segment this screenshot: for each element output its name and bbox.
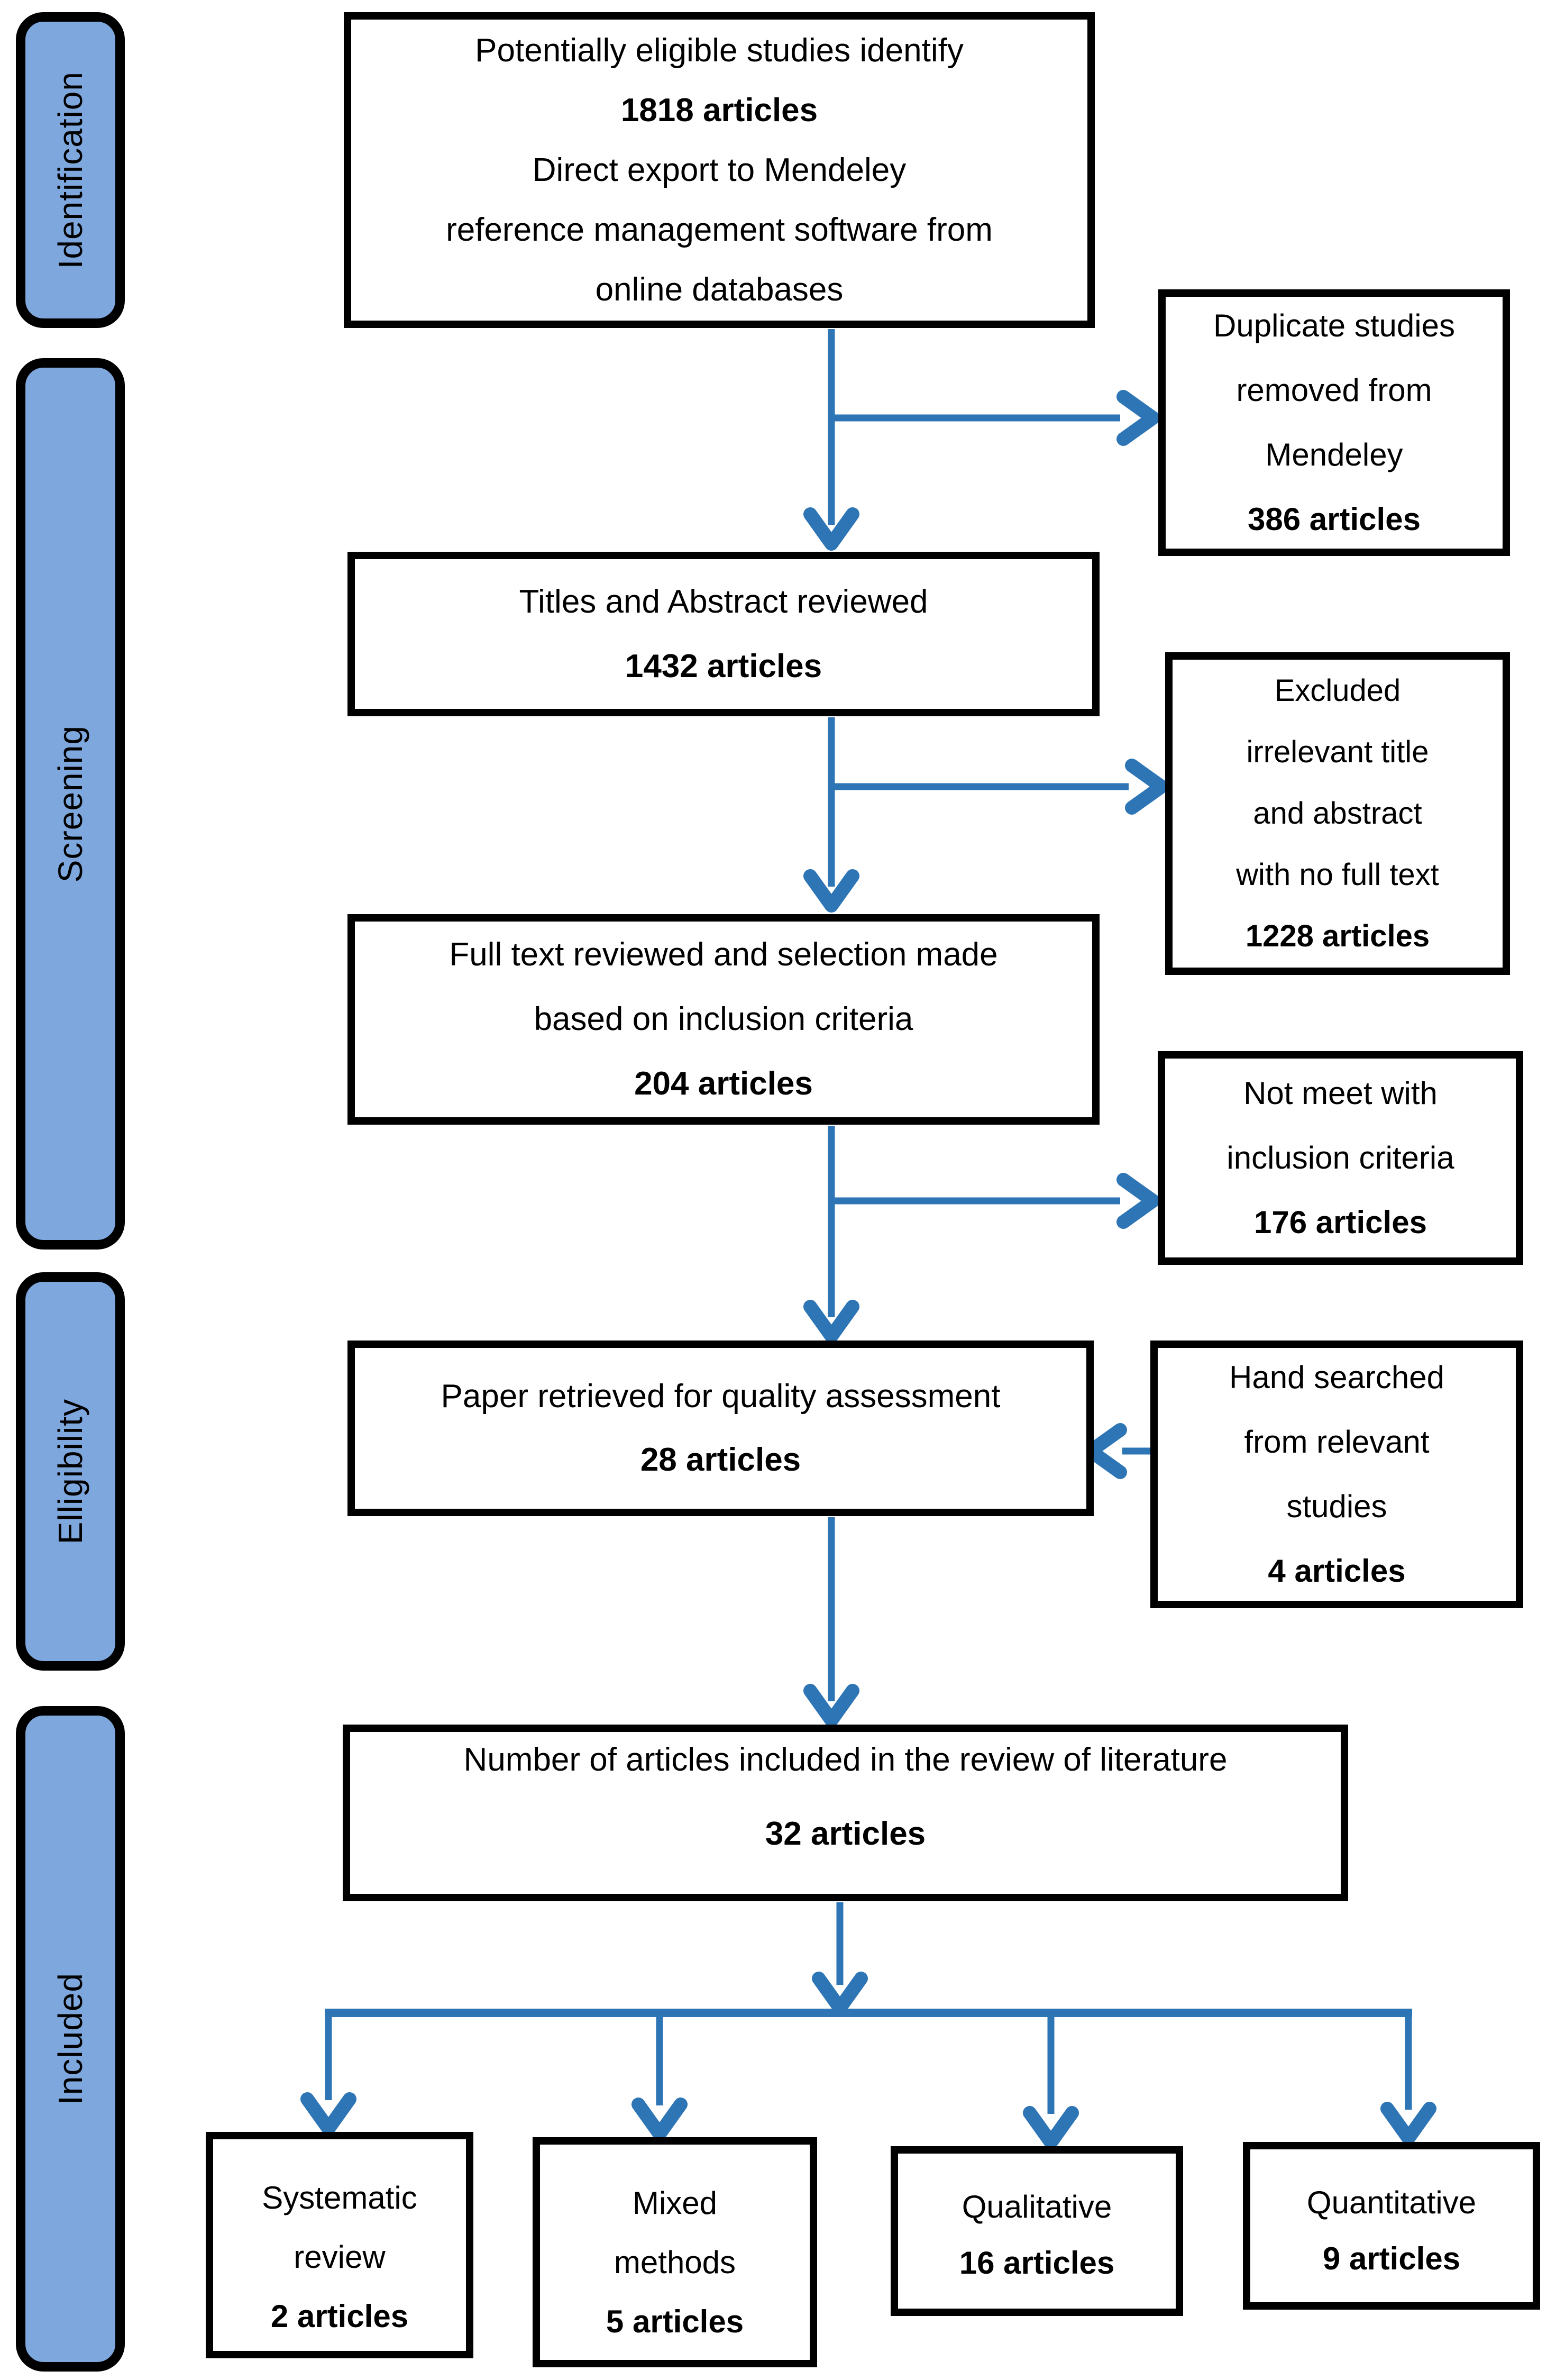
article-count: 1818 articles [620,92,818,129]
stage-screening-label: Screening [51,725,89,883]
stage-included-label: Included [51,1973,89,2105]
stage-included: Included [16,1706,125,2372]
box-line: Not meet with [1243,1075,1438,1111]
arrow-number-to-split [812,1902,868,2015]
stage-eligibility-label: Elligibility [51,1398,89,1545]
box-line: methods [614,2245,736,2280]
arrow-paper-to-number [803,1517,859,1727]
arrow-titles-to-fulltext [803,717,859,913]
article-count: 2 articles [270,2299,409,2334]
box-duplicates-removed: Duplicate studies removed from Mendeley … [1158,289,1510,556]
box-line: online databases [595,271,844,308]
box-articles-included: Number of articles included in the revie… [343,1725,1348,1901]
box-line: Mixed [632,2185,718,2221]
box-hand-searched: Hand searched from relevant studies 4 ar… [1150,1341,1523,1608]
box-line: from relevant [1244,1424,1430,1460]
box-line: studies [1286,1489,1387,1524]
box-line: Quantitative [1306,2185,1477,2220]
box-line: Qualitative [962,2189,1112,2224]
stage-screening: Screening [16,358,125,1250]
box-potentially-eligible: Potentially eligible studies identify 18… [344,12,1095,328]
box-line: and abstract [1253,796,1422,831]
article-count: 4 articles [1268,1553,1406,1589]
box-line: Duplicate studies [1213,308,1455,343]
arrow-split-to-qualitative [1023,2016,1079,2149]
box-line: Mendeley [1265,437,1403,472]
box-line: Paper retrieved for quality assessment [441,1378,1001,1415]
box-line: Number of articles included in the revie… [463,1741,1228,1778]
arrow-branch-to-duplicate [831,390,1160,446]
stage-identification-label: Identification [51,71,89,269]
box-excluded-irrelevant: Excluded irrelevant title and abstract w… [1165,652,1510,975]
article-count: 1228 articles [1245,919,1430,953]
box-line: review [294,2239,386,2275]
box-line: Excluded [1274,673,1401,708]
box-qualitative: Qualitative 16 articles [891,2146,1183,2316]
article-count: 5 articles [606,2304,744,2339]
box-line: Systematic [262,2180,417,2215]
box-line: irrelevant title [1246,735,1429,769]
stage-identification: Identification [16,12,125,328]
box-line: Titles and Abstract reviewed [519,583,928,620]
article-count: 32 articles [765,1816,926,1852]
arrow-split-to-quantitative [1380,2016,1436,2145]
box-mixed-methods: Mixed methods 5 articles [533,2137,817,2367]
article-count: 28 articles [640,1442,801,1478]
article-count: 386 articles [1248,501,1421,537]
box-line: reference management software from [446,212,993,248]
arrow-branch-to-excluded [831,759,1168,815]
box-line: based on inclusion criteria [534,1001,913,1037]
box-not-meet-criteria: Not meet with inclusion criteria 176 art… [1158,1051,1523,1265]
arrow-fulltext-to-paper [803,1126,859,1343]
box-line: removed from [1236,372,1432,408]
box-line: inclusion criteria [1226,1140,1454,1175]
arrow-branch-to-notmeet [831,1173,1160,1229]
box-paper-quality-assessment: Paper retrieved for quality assessment 2… [347,1341,1094,1516]
arrow-handsearch-to-paper [1084,1423,1150,1479]
box-line: with no full text [1236,858,1439,892]
box-quantitative: Quantitative 9 articles [1243,2142,1540,2310]
box-fulltext-reviewed: Full text reviewed and selection made ba… [347,914,1100,1125]
arrow-split-to-mixed [631,2016,688,2141]
box-line: Direct export to Mendeley [532,152,907,188]
box-line: Full text reviewed and selection made [449,936,998,973]
box-line: Hand searched [1229,1360,1444,1395]
stage-eligibility: Elligibility [16,1272,125,1671]
article-count: 176 articles [1254,1205,1427,1240]
article-count: 1432 articles [625,648,822,685]
arrow-split-to-systematic [300,2016,356,2136]
article-count: 16 articles [959,2245,1115,2281]
box-line: Potentially eligible studies identify [475,32,964,69]
article-count: 204 articles [634,1065,813,1102]
article-count: 9 articles [1322,2241,1461,2276]
box-titles-abstract-reviewed: Titles and Abstract reviewed 1432 articl… [347,552,1100,716]
arrow-identify-to-titles [803,329,859,551]
box-systematic-review: Systematic review 2 articles [206,2132,473,2358]
